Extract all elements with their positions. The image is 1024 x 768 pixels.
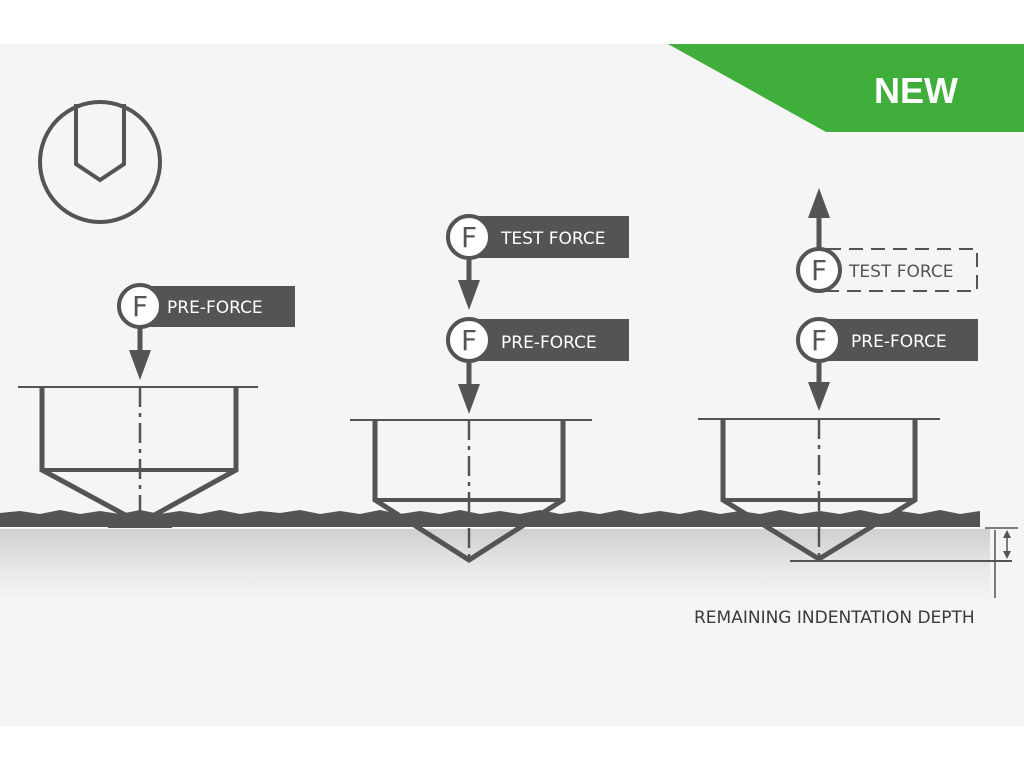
step-2-indenter (350, 419, 592, 563)
step-2-pre-force-label: F PRE-FORCE (446, 317, 629, 363)
step-2: F TEST FORCE F PRE-FORCE (350, 214, 629, 563)
pre-force-text: PRE-FORCE (501, 333, 597, 353)
step-1-indenter (18, 386, 258, 528)
step-1: F PRE-FORCE (18, 283, 295, 528)
step-3-pre-force-label: F PRE-FORCE (796, 317, 978, 363)
test-force-text: TEST FORCE (848, 262, 953, 282)
step-3-pre-force-arrow (808, 362, 830, 411)
test-force-text: TEST FORCE (500, 229, 605, 249)
step-2-test-force-arrow (458, 259, 480, 310)
force-symbol: F (461, 221, 477, 254)
step-1-force-arrow (129, 328, 151, 380)
pre-force-text: PRE-FORCE (851, 332, 947, 352)
step-2-test-force-label: F TEST FORCE (446, 214, 629, 260)
specimen-surface (0, 510, 990, 600)
step-3-test-force-label: F TEST FORCE (796, 247, 978, 293)
step-2-pre-force-arrow (458, 362, 480, 414)
diagram-panel (0, 44, 1024, 726)
pre-force-text: PRE-FORCE (167, 298, 263, 318)
step-3-test-force-up-arrow (808, 188, 830, 248)
force-symbol: F (811, 254, 827, 287)
force-symbol: F (132, 290, 148, 323)
step-3-indenter (698, 418, 940, 562)
depth-dimension (790, 527, 1018, 598)
force-symbol: F (811, 324, 827, 357)
step-1-pre-force-label: F PRE-FORCE (117, 283, 295, 329)
force-symbol: F (461, 324, 477, 357)
new-badge-text: NEW (874, 70, 958, 111)
depth-label: REMAINING INDENTATION DEPTH (694, 608, 975, 628)
indenter-icon (38, 100, 162, 224)
step-3: F TEST FORCE F PRE-FORCE REMAINING INDEN… (694, 188, 1018, 628)
new-badge: NEW (668, 44, 1024, 132)
new-badge-shape (668, 44, 1024, 132)
